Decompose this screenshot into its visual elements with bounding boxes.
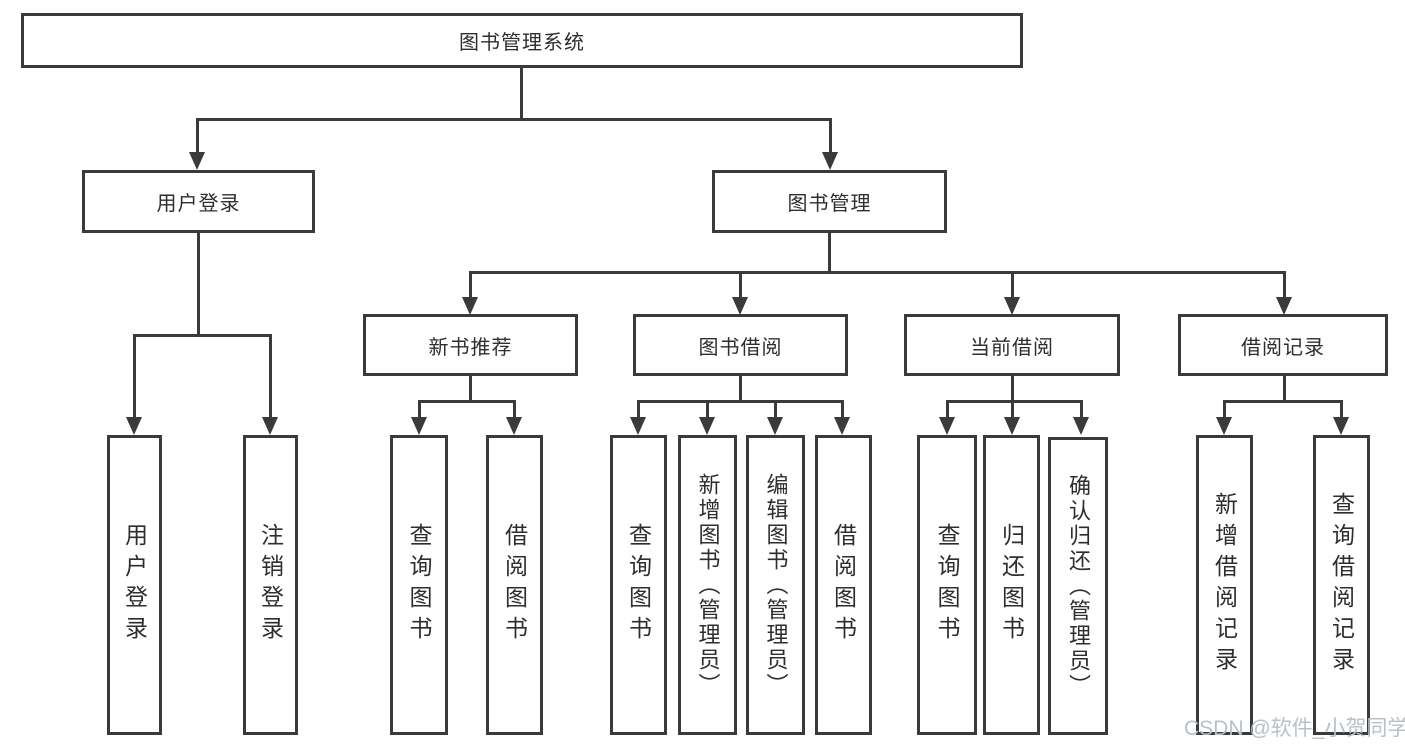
node-user-login: 用户登录 xyxy=(82,170,315,233)
node-borrow-records-label: 借阅记录 xyxy=(1241,336,1325,359)
leaf-borrow-books: 借阅图书 xyxy=(815,435,872,735)
node-root: 图书管理系统 xyxy=(21,13,1023,68)
connector-line xyxy=(1340,400,1343,419)
arrow-down-icon xyxy=(939,417,955,435)
node-book-borrow-label: 图书借阅 xyxy=(698,336,783,359)
leaf-user-login: 用户登录 xyxy=(107,435,162,735)
connector-line xyxy=(513,400,516,419)
connector-line xyxy=(520,68,523,121)
node-root-label: 图书管理系统 xyxy=(459,32,585,54)
connector-line xyxy=(418,400,516,403)
connector-line xyxy=(196,118,199,154)
arrow-down-icon xyxy=(462,297,478,315)
connector-line xyxy=(1223,400,1342,403)
connector-line xyxy=(637,400,844,403)
connector-line xyxy=(469,271,472,299)
connector-line xyxy=(946,400,1083,403)
node-new-book-recommend: 新书推荐 xyxy=(363,314,578,376)
connector-line xyxy=(197,233,200,337)
arrow-down-icon xyxy=(1004,417,1020,435)
arrow-down-icon xyxy=(630,417,646,435)
leaf-confirm-return-admin: 确认归还（管理员） xyxy=(1048,437,1108,735)
connector-line xyxy=(1283,271,1286,299)
arrow-down-icon xyxy=(262,417,278,435)
connector-line xyxy=(1011,271,1014,299)
connector-line xyxy=(133,334,272,337)
connector-line xyxy=(196,118,832,121)
leaf-logout: 注销登录 xyxy=(243,435,298,735)
leaf-add-book-admin-label: 新增图书（管理员） xyxy=(695,472,721,698)
connector-line xyxy=(774,400,777,419)
leaf-query-books-borrow-label: 查询图书 xyxy=(625,523,652,647)
arrow-down-icon xyxy=(834,417,850,435)
leaf-edit-book-admin: 编辑图书（管理员） xyxy=(746,435,805,735)
arrow-down-icon xyxy=(767,417,783,435)
arrow-down-icon xyxy=(126,417,142,435)
node-current-borrow: 当前借阅 xyxy=(904,314,1120,376)
leaf-return-book: 归还图书 xyxy=(983,435,1040,735)
arrow-down-icon xyxy=(1073,417,1089,435)
leaf-query-borrow-record-label: 查询借阅记录 xyxy=(1328,492,1355,678)
leaf-query-books-current: 查询图书 xyxy=(917,435,977,735)
connector-line xyxy=(1080,400,1083,419)
arrow-down-icon xyxy=(189,152,205,170)
arrow-down-icon xyxy=(411,417,427,435)
leaf-query-books-recommend: 查询图书 xyxy=(390,435,448,735)
node-book-borrow: 图书借阅 xyxy=(633,314,848,376)
leaf-add-borrow-record-label: 新增借阅记录 xyxy=(1211,492,1238,678)
leaf-query-books-borrow: 查询图书 xyxy=(610,435,667,735)
connector-line xyxy=(829,118,832,154)
arrow-down-icon xyxy=(1216,417,1232,435)
leaf-user-login-label: 用户登录 xyxy=(121,523,148,647)
connector-line xyxy=(637,400,640,419)
arrow-down-icon xyxy=(506,417,522,435)
leaf-query-books-current-label: 查询图书 xyxy=(934,523,960,647)
node-new-book-recommend-label: 新书推荐 xyxy=(428,336,513,359)
arrow-down-icon xyxy=(1276,297,1292,315)
node-book-management-label: 图书管理 xyxy=(787,193,872,215)
connector-line xyxy=(133,334,136,419)
connector-line xyxy=(841,400,844,419)
node-book-management: 图书管理 xyxy=(712,170,947,233)
node-user-login-label: 用户登录 xyxy=(156,193,241,215)
arrow-down-icon xyxy=(1333,417,1349,435)
leaf-add-borrow-record: 新增借阅记录 xyxy=(1196,435,1253,735)
connector-line xyxy=(469,271,1286,274)
connector-line xyxy=(946,400,949,419)
connector-line xyxy=(1011,376,1014,403)
arrow-down-icon xyxy=(699,417,715,435)
arrow-down-icon xyxy=(822,152,838,170)
connector-line xyxy=(469,376,472,403)
arrow-down-icon xyxy=(1004,297,1020,315)
leaf-borrow-books-label: 借阅图书 xyxy=(830,523,857,647)
leaf-edit-book-admin-label: 编辑图书（管理员） xyxy=(763,472,789,698)
leaf-confirm-return-admin-label: 确认归还（管理员） xyxy=(1066,473,1091,699)
leaf-query-borrow-record: 查询借阅记录 xyxy=(1313,435,1370,735)
connector-line xyxy=(1223,400,1226,419)
leaf-borrow-books-recommend-label: 借阅图书 xyxy=(501,523,528,647)
connector-line xyxy=(706,400,709,419)
connector-line xyxy=(739,271,742,299)
connector-line xyxy=(269,334,272,419)
node-borrow-records: 借阅记录 xyxy=(1178,314,1388,376)
arrow-down-icon xyxy=(732,297,748,315)
connector-line xyxy=(739,376,742,403)
leaf-query-books-recommend-label: 查询图书 xyxy=(406,523,432,647)
leaf-logout-label: 注销登录 xyxy=(257,523,284,647)
leaf-borrow-books-recommend: 借阅图书 xyxy=(486,435,543,735)
node-current-borrow-label: 当前借阅 xyxy=(970,336,1054,359)
connector-line xyxy=(418,400,421,419)
csdn-watermark: CSDN @软件_小贺同学 xyxy=(1184,717,1405,740)
leaf-return-book-label: 归还图书 xyxy=(998,523,1025,647)
connector-line xyxy=(828,233,831,274)
leaf-add-book-admin: 新增图书（管理员） xyxy=(678,435,737,735)
connector-line xyxy=(1283,376,1286,403)
connector-line xyxy=(1011,400,1014,419)
